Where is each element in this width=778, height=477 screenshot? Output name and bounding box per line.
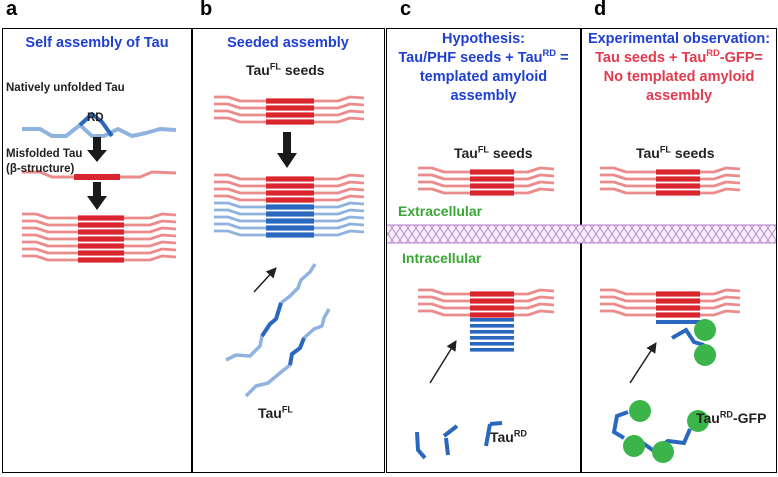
rd-label: RD (87, 112, 104, 124)
tau-fibril-a (22, 212, 177, 263)
panel-letter-c: c (400, 0, 412, 20)
gfp-icon (652, 441, 674, 463)
tau-rd-gfp-label: TauRD-GFP (696, 409, 767, 426)
tau-rd-label-c: TauRD (490, 428, 527, 445)
cell-membrane (387, 225, 776, 243)
tau-fl-seeds-c (418, 166, 555, 196)
gfp-icon (623, 435, 645, 457)
panel-d-title: Experimental observation: Tau seeds + Ta… (587, 31, 771, 104)
misfolded-label-line1: Misfolded Tau (6, 148, 83, 160)
gfp-icon (694, 344, 716, 366)
tau-fl-label-b: TauFL (258, 404, 293, 421)
panel-b-title: Seeded assembly (227, 35, 349, 51)
arrow-up-icon (429, 340, 457, 384)
seeded-fibril-b (214, 173, 365, 238)
misfolded-tau (22, 170, 177, 180)
panel-cd-frame (386, 28, 777, 473)
gfp-icon (629, 400, 651, 422)
tau-fl-monomers (225, 263, 331, 398)
tau-fl-seeds-b (214, 95, 365, 125)
tau-fl-seeds-label-d: TauFL seeds (636, 144, 715, 161)
panel-letter-d: d (594, 0, 607, 20)
arrow-down-icon (87, 196, 107, 210)
intracellular-label: Intracellular (402, 250, 482, 266)
panel-ab-frame (2, 28, 385, 473)
misfolded-label-line2: (β-structure) (6, 163, 75, 175)
panel-letter-a: a (6, 0, 18, 20)
natively-unfolded-label: Natively unfolded Tau (6, 82, 125, 94)
panel-c-title: Hypothesis: Tau/PHF seeds + TauRD = temp… (398, 31, 569, 104)
panel-a-title: Self assembly of Tau (25, 35, 169, 51)
panel-letter-b: b (200, 0, 213, 20)
arrow-up-icon (629, 342, 657, 384)
arrow-up-icon (253, 267, 277, 293)
tau-rd-monomers (415, 421, 503, 460)
gfp-icon (694, 319, 716, 341)
intracellular-fibril-c (418, 288, 555, 352)
arrow-down-icon (87, 150, 107, 162)
extracellular-label: Extracellular (398, 203, 483, 219)
tau-rd-gfp-monomers (611, 400, 709, 463)
arrow-down-icon (277, 153, 297, 168)
gfp-icon (687, 410, 709, 432)
natively-unfolded-tau (22, 112, 177, 138)
tau-fl-seeds-d (600, 166, 741, 196)
panel-ab-divider (191, 28, 193, 473)
tau-fl-seeds-label-b: TauFL seeds (246, 61, 325, 78)
intracellular-fibril-d (600, 288, 741, 324)
tau-fl-seeds-label-c: TauFL seeds (454, 144, 533, 161)
tau-rd-gfp-near-fibril (671, 319, 716, 366)
panel-cd-divider (580, 28, 582, 473)
